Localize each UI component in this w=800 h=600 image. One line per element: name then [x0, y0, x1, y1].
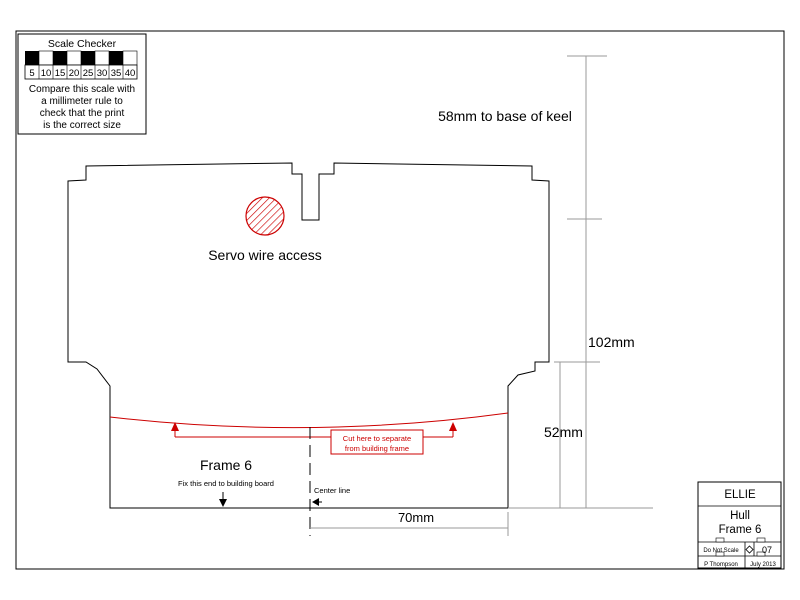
- servo-access-label: Servo wire access: [208, 247, 322, 263]
- cut-arrow-right-icon: [449, 422, 457, 431]
- scale-bar: [24, 50, 138, 80]
- lower-height-label: 52mm: [544, 424, 583, 440]
- scale-checker: Scale Checker 5 10 15 20 25 30 35 40: [17, 33, 147, 135]
- width-dimension-label: 70mm: [398, 510, 434, 525]
- title-block: [697, 481, 782, 569]
- title-part: Hull: [730, 510, 750, 522]
- title-frame: Frame 6: [719, 524, 762, 536]
- keel-base-label: 58mm to base of keel: [438, 108, 572, 124]
- scale-tick-30: 30: [97, 68, 108, 79]
- scale-tick-25: 25: [83, 68, 94, 79]
- cut-note-box: [330, 429, 424, 455]
- total-height-label: 102mm: [588, 334, 635, 350]
- title-sheet-number: 07: [762, 545, 772, 555]
- scale-tick-20: 20: [69, 68, 80, 79]
- scale-tick-5: 5: [29, 68, 34, 79]
- scale-tick-15: 15: [55, 68, 66, 79]
- title-scale-note: Do Not Scale: [703, 548, 739, 554]
- center-line-label: Center line: [314, 486, 350, 495]
- scale-tick-35: 35: [111, 68, 122, 79]
- title-author: P Thompson: [704, 562, 738, 568]
- title-project: ELLIE: [724, 489, 756, 501]
- frame-outline: [67, 162, 550, 509]
- scale-tick-40: 40: [125, 68, 136, 79]
- title-date: July 2013: [750, 562, 776, 568]
- cut-note-line-2: from building frame: [345, 444, 409, 453]
- revision-icon: [745, 545, 754, 554]
- cut-arrow-left-icon: [171, 422, 179, 431]
- scale-tick-10: 10: [41, 68, 52, 79]
- scale-note-line-3: check that the print: [40, 108, 125, 119]
- scale-note-line-1: Compare this scale with: [29, 84, 135, 95]
- height-dimension: [554, 55, 607, 508]
- fix-end-arrow-icon: [219, 499, 227, 507]
- frame-label: Frame 6: [200, 457, 252, 473]
- scale-note-line-2: a millimeter rule to: [41, 96, 123, 107]
- scale-checker-title: Scale Checker: [48, 38, 117, 50]
- scale-note-line-4: is the correct size: [43, 120, 121, 131]
- servo-access-hole: [245, 196, 285, 236]
- center-line-arrow-icon: [312, 498, 319, 506]
- cut-line: [109, 412, 509, 438]
- sheet-border: [15, 30, 785, 570]
- width-dimension: [310, 512, 509, 536]
- cut-note-line-1: Cut here to separate: [343, 434, 411, 443]
- scale-checker-frame: [17, 33, 147, 135]
- fix-end-note: Fix this end to building board: [178, 479, 274, 488]
